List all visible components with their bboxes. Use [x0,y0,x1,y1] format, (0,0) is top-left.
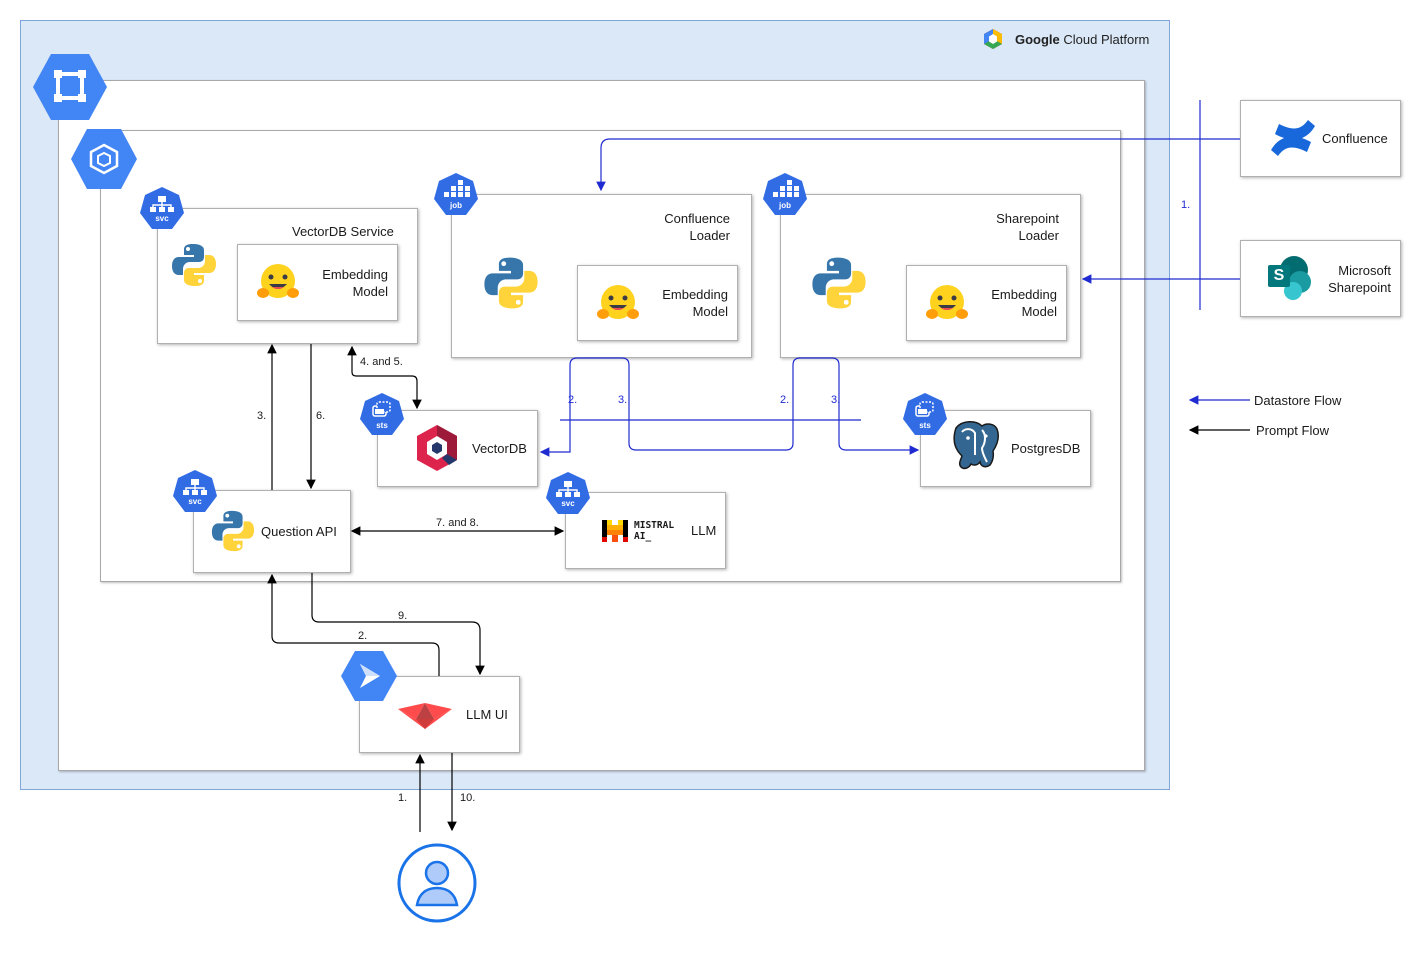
question-api-card[interactable] [193,490,351,573]
vectordb-label: VectorDB [472,441,527,456]
badge-label: sts [919,421,931,430]
confluence-source-card[interactable] [1240,100,1401,177]
confluence-icon [1268,114,1318,162]
cloud-run-hex-icon [340,650,398,702]
badge-label: svc [561,499,575,508]
sharepoint-source-card[interactable] [1240,240,1401,317]
badge-label: job [779,201,791,210]
badge-label: svc [155,214,169,223]
badge-label: job [450,201,462,210]
k8s-svc-badge: svc [139,186,185,232]
python-icon [482,254,540,312]
flow-label: 2. [780,394,790,406]
llm-label: LLM [691,523,717,538]
k8s-job-badge: job [433,172,479,218]
user-icon[interactable] [396,842,478,924]
k8s-svc-badge: svc [172,469,218,515]
gcp-title: Google Cloud Platform [1015,32,1150,47]
qdrant-icon [416,424,458,472]
hugging-face-icon [925,283,969,323]
k8s-sts-badge: sts [902,392,948,438]
gcp-project-hex-icon [32,52,108,122]
k8s-job-badge: job [762,172,808,218]
postgresdb-card[interactable] [920,410,1091,487]
python-icon [810,254,868,312]
flow-label: 4. and 5. [360,356,403,368]
streamlit-icon [396,697,454,731]
flow-label: 2. [358,630,368,642]
confluence-source-label: Confluence [1322,131,1388,146]
badge-label: svc [188,497,202,506]
flow-label: 6. [316,410,326,422]
vectordb-card[interactable] [377,410,538,487]
question-api-label: Question API [261,524,337,539]
gke-cluster-hex-icon [70,128,138,190]
sharepoint-icon-letter: S [1273,267,1285,284]
llm-card[interactable] [565,492,726,569]
vectordb-service-label: VectorDB Service [292,224,394,239]
postgresdb-label: PostgresDB [1011,441,1081,456]
badge-label: sts [376,421,388,430]
python-icon [170,241,218,289]
flow-label: 2. [568,394,578,406]
legend-prompt-flow: Prompt Flow [1256,423,1329,438]
flow-label: 10. [460,792,476,804]
sharepoint-icon: S [1266,254,1314,302]
llm-ui-label: LLM UI [466,707,508,722]
legend-datastore-flow: Datastore Flow [1254,393,1342,408]
flow-label: 3. [257,410,267,422]
hugging-face-icon [596,283,640,323]
gcp-logo-icon [982,28,1004,50]
flow-label: 3. [831,394,841,406]
postgres-elephant-icon [948,418,1000,474]
flow-label: 3. [618,394,628,406]
hugging-face-icon [256,262,300,302]
flow-label: 9. [398,610,408,622]
flow-label: 7. and 8. [436,517,479,529]
python-icon [210,508,256,554]
flow-label: 1. [398,792,408,804]
flow-label: 1. [1181,199,1191,211]
k8s-svc-badge: svc [545,471,591,517]
